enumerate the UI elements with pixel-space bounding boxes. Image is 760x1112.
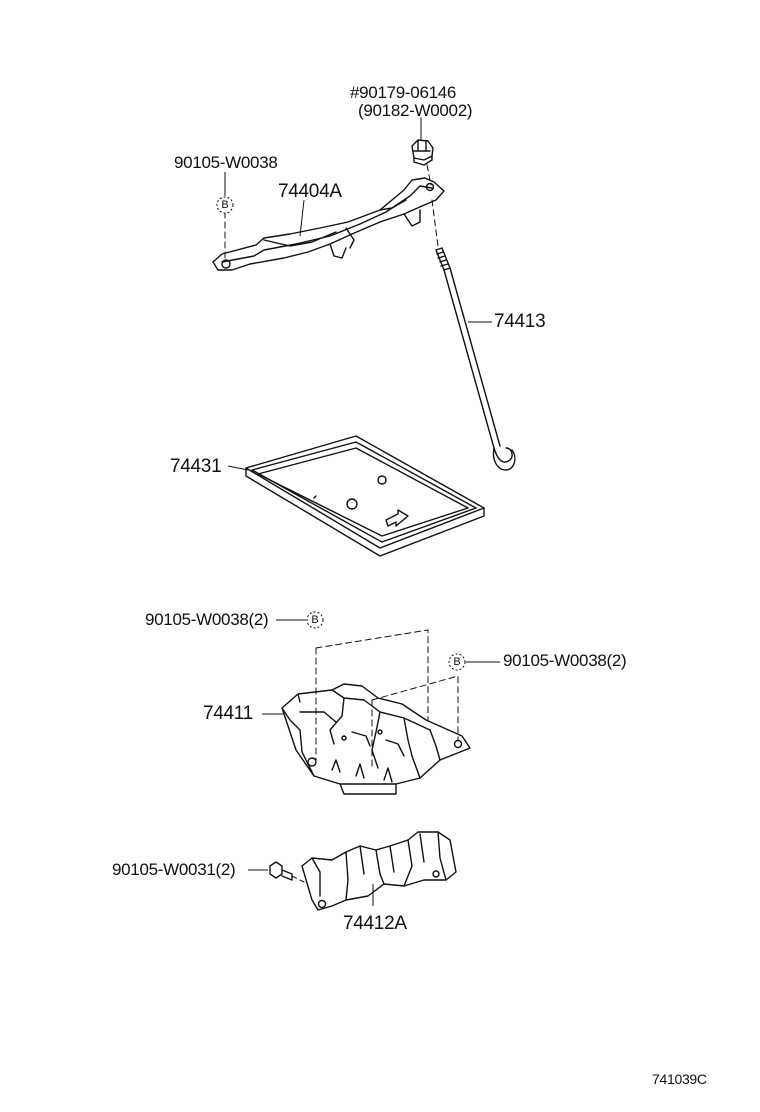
battery-carrier xyxy=(281,683,471,795)
label-bracket-bolt: 90105-W0031(2) xyxy=(112,860,236,879)
label-carrier-bolt-left: 90105-W0038(2) xyxy=(145,610,269,629)
battery-tray xyxy=(245,435,485,557)
leader-lines xyxy=(224,172,500,906)
label-carrier-bracket: 74412A xyxy=(343,913,407,934)
label-nut-part: #90179-06146 xyxy=(350,83,457,102)
callout-b-left: B xyxy=(306,611,324,629)
svg-text:B: B xyxy=(311,614,318,626)
hold-down-rod xyxy=(435,247,516,471)
label-hold-down-rod: 74413 xyxy=(494,311,546,332)
carrier-bracket xyxy=(301,831,457,911)
nut-icon xyxy=(411,139,434,166)
reference-code: 741039C xyxy=(652,1071,707,1087)
callout-b-right: B xyxy=(448,653,466,671)
hold-down-clamp xyxy=(212,177,445,271)
label-nut-alt: (90182-W0002) xyxy=(358,101,473,120)
label-battery-carrier: 74411 xyxy=(203,703,253,724)
label-top-bolt: 90105-W0038 xyxy=(174,153,278,172)
callout-b-top: B xyxy=(216,196,234,214)
carrier-dashed-guides xyxy=(315,629,459,771)
label-hold-down-clamp: 74404A xyxy=(278,181,342,202)
label-battery-tray: 74431 xyxy=(170,456,222,477)
svg-text:B: B xyxy=(221,199,228,211)
bolt-icon xyxy=(269,861,293,881)
svg-text:B: B xyxy=(453,656,460,668)
label-carrier-bolt-right: 90105-W0038(2) xyxy=(503,651,627,670)
